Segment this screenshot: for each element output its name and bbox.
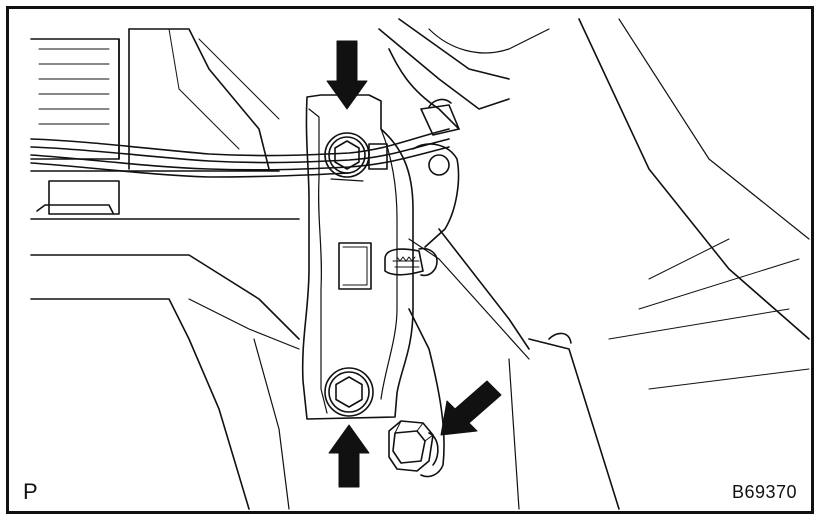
arrow-nut: [440, 380, 502, 436]
figure-code: B69370: [731, 482, 797, 502]
arrow-upper-bolt: [326, 40, 368, 110]
illustration-frame: P B69370: [6, 6, 814, 514]
nut: [388, 420, 439, 472]
arrow-lower-bolt: [328, 424, 370, 488]
corner-label: P: [23, 479, 38, 504]
lower-bolt: [324, 367, 374, 417]
bracket: [301, 94, 460, 478]
background-structure: [30, 18, 810, 510]
service-illustration: [30, 18, 810, 510]
upper-bolt: [324, 132, 370, 182]
callout-arrows: [326, 40, 502, 488]
